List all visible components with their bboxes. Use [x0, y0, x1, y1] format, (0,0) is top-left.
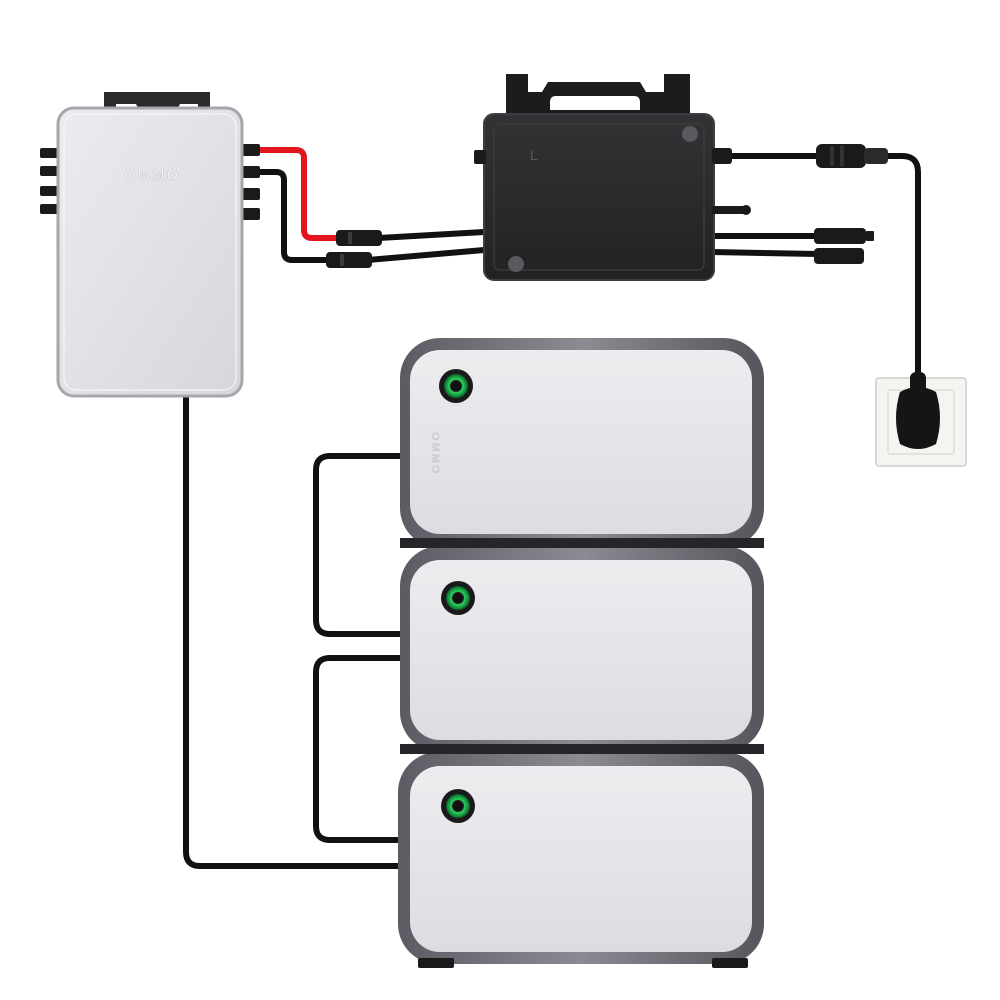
battery-link-cable-lower	[313, 655, 410, 843]
controller-mount-bracket	[104, 92, 210, 116]
inverter-ac-port	[712, 148, 732, 164]
inverter-dc-lead-bottom	[367, 247, 485, 263]
inverter-mark: L	[530, 147, 538, 163]
controller-body	[56, 106, 244, 398]
dc-connectors-right	[814, 228, 874, 264]
battery-module-2	[400, 546, 764, 754]
negative-dc-cable	[258, 169, 330, 263]
battery-module-1: OMMO	[400, 338, 764, 548]
ac-connector	[816, 144, 888, 168]
micro-inverter: L	[474, 74, 751, 281]
battery-module-3	[398, 752, 764, 968]
inverter-screw-bottom	[508, 256, 524, 272]
inverter-dc-lead-right-bottom	[711, 249, 819, 257]
inverter-dc-lead-top	[377, 229, 485, 241]
positive-dc-cable	[258, 147, 340, 241]
dc-connectors-left	[326, 230, 382, 268]
controller-battery-cable	[183, 389, 413, 869]
wall-socket	[875, 372, 967, 467]
inverter-handle-bracket	[506, 74, 690, 124]
inverter-body	[483, 113, 715, 281]
charge-controller: OMMO	[40, 92, 260, 398]
controller-brand-logo: OMMO	[124, 167, 180, 184]
battery-link-cable-upper	[313, 453, 410, 637]
battery-side-logo: OMMO	[429, 432, 441, 475]
inverter-screw-top	[682, 126, 698, 142]
inverter-ground-stud	[712, 206, 748, 214]
cable-group	[183, 147, 921, 869]
plug-head	[896, 387, 940, 449]
